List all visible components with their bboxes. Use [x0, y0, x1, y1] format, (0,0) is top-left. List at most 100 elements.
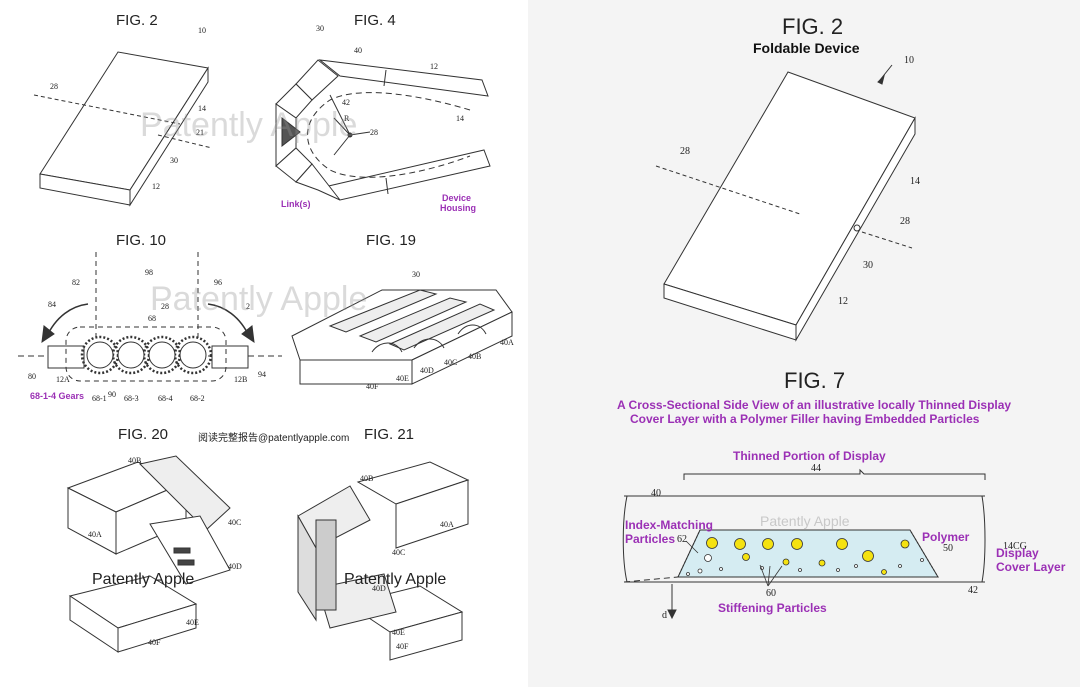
fig7-ref-14CG: 14CG	[1003, 541, 1027, 552]
fig2-subtitle: Foldable Device	[753, 40, 860, 56]
fig21-ref-40E: 40E	[392, 628, 405, 637]
watermark-3: Patently Apple	[92, 571, 195, 588]
ref-30: 30	[170, 156, 178, 165]
watermark-1: Patently Apple	[140, 106, 358, 144]
fig10-ref-98: 98	[145, 268, 153, 277]
fig7-particles	[685, 537, 924, 587]
fig21-ref-40B: 40B	[360, 474, 374, 483]
fig10-ref-84: 84	[48, 300, 56, 309]
fig4-device-label: Device	[442, 193, 472, 203]
ref-21: 21	[196, 128, 204, 137]
fig7-ref-60: 60	[766, 588, 776, 599]
fig4-ref-28: 28	[370, 128, 378, 137]
ref-14: 14	[198, 104, 206, 113]
fig20-title: FIG. 20	[118, 426, 169, 443]
fig10-gear-hinge-drawing	[18, 252, 282, 382]
watermark-4: Patently Apple	[344, 571, 447, 588]
fig2-large-ref-14: 14	[910, 176, 920, 187]
watermark-2: Patently Apple	[150, 280, 368, 318]
fig10-ref-94: 94	[258, 370, 266, 379]
polymer-label: Polymer	[922, 530, 970, 544]
fig20-link-chain-drawing	[66, 455, 231, 653]
fig7-ref-d: d	[662, 610, 667, 621]
display-label-1: Display	[996, 546, 1039, 560]
fig2-large-ref-28b: 28	[900, 216, 910, 227]
fig4-ref-30: 30	[316, 24, 324, 33]
fig10-title: FIG. 10	[116, 232, 167, 249]
fig4-ref-R: R	[344, 114, 350, 123]
fig2-large-ref-12: 12	[838, 296, 848, 307]
thinned-portion-label: Thinned Portion of Display	[733, 449, 886, 463]
fig10-ref-90: 90	[108, 390, 116, 399]
fig10-ref-2: 2	[246, 302, 250, 311]
fig19-ref-40E: 40E	[396, 374, 409, 383]
fig7-title: FIG. 7	[784, 368, 846, 393]
fig10-ref-68: 68	[148, 314, 156, 323]
fig19-ref-40F: 40F	[366, 382, 379, 391]
fig2-large-ref-30: 30	[863, 260, 873, 271]
fig10-ref-12A: 12A	[56, 375, 70, 384]
fig19-ref-40D: 40D	[420, 366, 434, 375]
fig4-folded-device-drawing	[275, 59, 491, 201]
fig21-ref-40D: 40D	[372, 584, 386, 593]
fig7-ref-44: 44	[811, 463, 821, 474]
fig10-ref-68-4: 68-4	[158, 394, 173, 403]
fig19-link-chain-drawing	[291, 289, 513, 385]
fig2-small-device-drawing	[33, 51, 213, 207]
fig4-housing-label: Housing	[440, 203, 476, 213]
stiffening-particles-label: Stiffening Particles	[718, 601, 827, 615]
fig10-ref-80: 80	[28, 372, 36, 381]
fig19-ref-40A: 40A	[500, 338, 514, 347]
index-matching-label-1: Index-Matching	[625, 518, 714, 532]
ref-10: 10	[198, 26, 206, 35]
fig20-ref-40A: 40A	[88, 530, 102, 539]
fig2-small-title: FIG. 2	[116, 12, 158, 29]
fig19-ref-40C: 40C	[444, 358, 458, 367]
fig19-title: FIG. 19	[366, 232, 417, 249]
fig4-ref-12: 12	[430, 62, 438, 71]
fig7-ref-40: 40	[651, 488, 661, 499]
ref-28: 28	[50, 82, 58, 91]
fig10-ref-82: 82	[72, 278, 80, 287]
fig2-large-title: FIG. 2	[782, 14, 844, 39]
fig10-ref-96: 96	[214, 278, 222, 287]
fig10-ref-68-1: 68-1	[92, 394, 107, 403]
fig4-ref-14: 14	[456, 114, 464, 123]
fig20-ref-40B: 40B	[128, 456, 142, 465]
fig20-ref-40D: 40D	[228, 562, 242, 571]
fig21-link-chain-drawing	[297, 461, 470, 661]
fig20-ref-40C: 40C	[228, 518, 242, 527]
index-matching-label-2: Particles	[625, 532, 676, 546]
fig10-gears-label: 68-1-4 Gears	[30, 391, 85, 401]
fig21-ref-40C: 40C	[392, 548, 406, 557]
ref-12: 12	[152, 182, 160, 191]
fig21-ref-40F: 40F	[396, 642, 409, 651]
fig7-caption-line2: Cover Layer with a Polymer Filler having…	[630, 412, 980, 426]
fig4-ref-42: 42	[342, 98, 350, 107]
fig20-ref-40E: 40E	[186, 618, 199, 627]
fig4-links-label: Link(s)	[281, 199, 311, 209]
chinese-report-note: 阅读完整报告@patentlyapple.com	[198, 433, 350, 444]
fig7-ref-42: 42	[968, 585, 978, 596]
fig10-ref-68-3: 68-3	[124, 394, 139, 403]
fig19-ref-30: 30	[412, 270, 420, 279]
fig4-ref-40: 40	[354, 46, 362, 55]
fig10-ref-12B: 12B	[234, 375, 248, 384]
fig7-caption-line1: A Cross-Sectional Side View of an illust…	[617, 398, 1012, 412]
display-label-2: Cover Layer	[996, 560, 1066, 574]
fig2-large-ref-28a: 28	[680, 146, 690, 157]
fig20-ref-40F: 40F	[148, 638, 161, 647]
fig7-watermark: Patently Apple	[760, 513, 850, 529]
fig7-ref-50: 50	[943, 543, 953, 554]
fig10-ref-28: 28	[161, 302, 169, 311]
fig7-ref-62: 62	[677, 534, 687, 545]
fig10-ref-68-2: 68-2	[190, 394, 205, 403]
fig4-title: FIG. 4	[354, 12, 396, 29]
fig2-large-ref-10: 10	[904, 55, 914, 66]
fig19-ref-40B: 40B	[468, 352, 482, 361]
fig21-ref-40A: 40A	[440, 520, 454, 529]
fig2-large-device-drawing	[655, 64, 916, 342]
fig21-title: FIG. 21	[364, 426, 415, 443]
